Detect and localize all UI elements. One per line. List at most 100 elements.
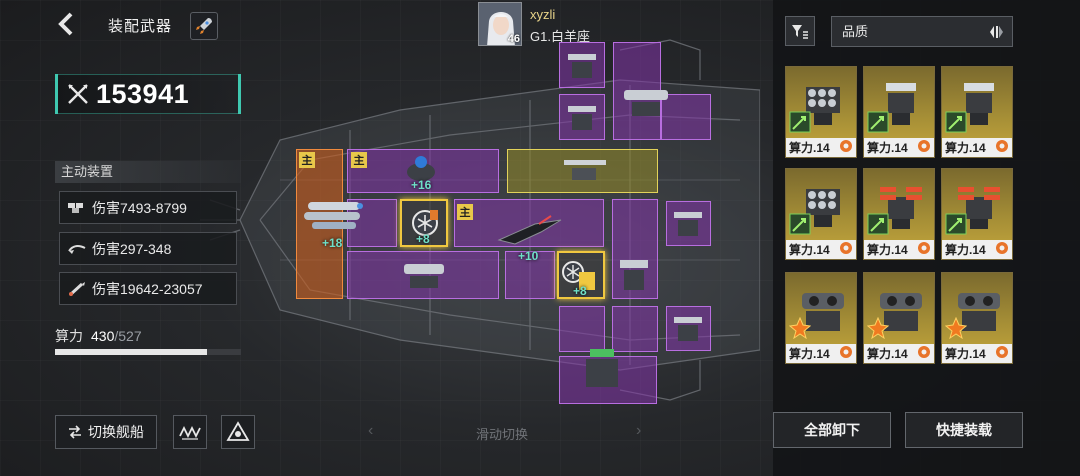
wave-emblem-icon xyxy=(179,425,201,440)
slide-left-arrow[interactable]: ‹ xyxy=(368,422,374,439)
card-label-bar: 算力.14 xyxy=(942,240,1012,259)
main-slot-tag: 主 xyxy=(299,152,315,168)
gear-icon xyxy=(917,241,931,258)
armored-cannon-icon xyxy=(792,279,852,339)
upgrade-arrow-icon xyxy=(867,213,889,235)
turret-icon xyxy=(870,73,930,133)
active-stat-row[interactable]: 伤害19642-23057 xyxy=(59,272,237,305)
torpedo-icon xyxy=(66,240,88,258)
card-compute-cost: 算力.14 xyxy=(867,243,908,257)
turret-weapon-icon xyxy=(586,349,618,387)
slot-bonus: +16 xyxy=(411,178,432,192)
card-compute-cost: 算力.14 xyxy=(945,141,986,155)
filter-button[interactable] xyxy=(785,16,815,46)
shield-module-weapon-icon xyxy=(412,210,438,236)
slide-right-arrow[interactable]: › xyxy=(636,422,642,439)
burst-badge-icon xyxy=(866,316,890,340)
gear-icon xyxy=(839,345,853,362)
gear-icon xyxy=(917,139,931,156)
missile-launcher-icon xyxy=(792,175,852,235)
upgrade-arrow-icon xyxy=(867,111,889,133)
turret-weapon-icon xyxy=(674,212,702,236)
weapon-slot[interactable] xyxy=(612,306,658,352)
slot-bonus: +10 xyxy=(518,249,539,263)
card-compute-cost: 算力.14 xyxy=(789,141,830,155)
weapon-slot[interactable] xyxy=(559,306,605,352)
slot-bonus: +8 xyxy=(416,232,430,246)
card-label-bar: 算力.14 xyxy=(786,240,856,259)
missile-pod-icon xyxy=(66,199,88,217)
card-label-bar: 算力.14 xyxy=(864,138,934,157)
equipment-card[interactable]: 算力.14 xyxy=(785,272,857,364)
heavy-cannon-weapon-icon xyxy=(404,264,444,288)
gear-icon xyxy=(995,345,1009,362)
card-compute-cost: 算力.14 xyxy=(789,347,830,361)
active-stat-row[interactable]: 伤害297-348 xyxy=(59,232,237,265)
card-compute-cost: 算力.14 xyxy=(945,347,986,361)
weapon-slot[interactable] xyxy=(505,251,555,299)
filter-funnel-icon xyxy=(792,25,808,39)
fighter-craft-weapon-icon xyxy=(497,215,562,245)
player-rank: G1.白羊座 xyxy=(530,29,590,44)
rocket-icon xyxy=(196,18,212,34)
weapon-slot[interactable] xyxy=(347,251,499,299)
card-label-bar: 算力.14 xyxy=(786,138,856,157)
chevron-left-icon xyxy=(58,12,73,36)
gear-icon xyxy=(995,139,1009,156)
turret-weapon-icon xyxy=(620,260,648,290)
combat-power-value: 153941 xyxy=(96,78,190,109)
armored-cannon-icon xyxy=(948,279,1008,339)
quick-equip-button[interactable]: 快捷装载 xyxy=(905,412,1023,448)
back-button[interactable] xyxy=(56,12,78,36)
triangle-emblem-icon xyxy=(226,421,250,441)
turret-icon xyxy=(948,73,1008,133)
quality-sort-select[interactable]: 品质 xyxy=(831,16,1013,47)
compute-label-text: 算力 xyxy=(55,328,83,344)
rocket-pod-icon xyxy=(870,175,930,235)
main-slot-tag: 主 xyxy=(457,204,473,220)
equipment-card[interactable]: 算力.14 xyxy=(941,272,1013,364)
burst-badge-icon xyxy=(788,316,812,340)
player-avatar[interactable]: 46 xyxy=(478,2,522,46)
turret-weapon-icon xyxy=(568,54,596,78)
formation-button[interactable] xyxy=(173,415,207,449)
card-label-bar: 算力.14 xyxy=(786,344,856,363)
weapon-slot[interactable] xyxy=(454,199,604,247)
rocket-pod-icon xyxy=(948,175,1008,235)
equipment-card[interactable]: 算力.14 xyxy=(941,168,1013,260)
ship-info-button[interactable] xyxy=(190,12,218,40)
missile-launcher-icon xyxy=(792,73,852,133)
shield-module-weapon-icon xyxy=(562,261,595,290)
equipment-card[interactable]: 算力.14 xyxy=(785,168,857,260)
card-label-bar: 算力.14 xyxy=(942,344,1012,363)
armored-cannon-icon xyxy=(870,279,930,339)
railgun-weapon-icon xyxy=(564,160,606,180)
equipment-card[interactable]: 算力.14 xyxy=(863,66,935,158)
player-level: 46 xyxy=(507,33,520,45)
card-compute-cost: 算力.14 xyxy=(867,347,908,361)
main-slot-tag: 主 xyxy=(351,152,367,168)
equipment-card[interactable]: 算力.14 xyxy=(785,66,857,158)
active-stat-row[interactable]: 伤害7493-8799 xyxy=(59,191,237,224)
upgrade-arrow-icon xyxy=(789,213,811,235)
equipment-card[interactable]: 算力.14 xyxy=(863,168,935,260)
swap-arrows-icon xyxy=(69,425,81,439)
unequip-all-button[interactable]: 全部卸下 xyxy=(773,412,891,448)
page-title: 装配武器 xyxy=(108,18,173,35)
gear-icon xyxy=(917,345,931,362)
faction-button[interactable] xyxy=(221,415,255,449)
switch-ship-label: 切换舰船 xyxy=(88,424,144,440)
missile-pod-weapon-icon xyxy=(304,202,363,229)
weapon-slot[interactable] xyxy=(661,94,711,140)
slide-switch[interactable]: ‹ 滑动切换 › xyxy=(368,422,648,442)
card-label-bar: 算力.14 xyxy=(864,240,934,259)
gear-icon xyxy=(995,241,1009,258)
equipment-card[interactable]: 算力.14 xyxy=(863,272,935,364)
gear-icon xyxy=(839,139,853,156)
stat-text: 伤害19642-23057 xyxy=(92,280,203,297)
switch-ship-button[interactable]: 切换舰船 xyxy=(55,415,157,449)
upgrade-arrow-icon xyxy=(789,111,811,133)
equipment-card[interactable]: 算力.14 xyxy=(941,66,1013,158)
player-name: xyzli xyxy=(530,7,556,22)
rocket-strike-icon xyxy=(66,280,88,298)
